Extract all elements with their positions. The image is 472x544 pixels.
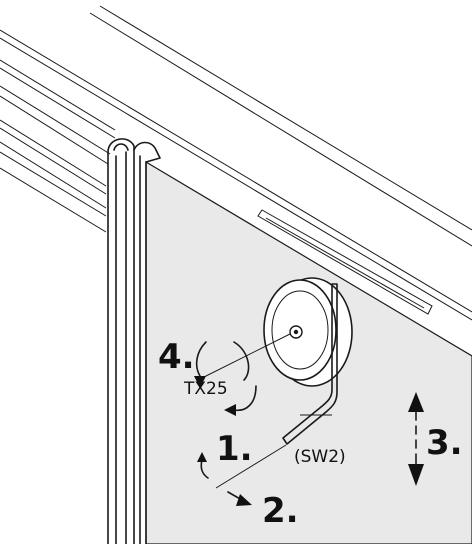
torx-screw-icon <box>289 325 303 339</box>
stopper-disc <box>263 277 353 387</box>
top-rail <box>0 5 472 321</box>
step-4-label: 4. <box>158 337 195 377</box>
torx-size-label: TX25 <box>183 379 228 399</box>
vertical-profile <box>107 138 161 544</box>
slide-arrow-icon <box>227 491 252 506</box>
hex-key-size-label: (SW2) <box>294 447 346 467</box>
step-3-label: 3. <box>426 423 463 463</box>
leader-lines <box>197 333 332 489</box>
step-1-label: 1. <box>216 429 253 469</box>
allen-key-icon <box>282 283 338 445</box>
rotate-arrow-icon <box>197 452 209 479</box>
rotate-arrow-icon <box>194 341 257 416</box>
vertical-double-arrow-icon <box>408 392 424 486</box>
step-2-label: 2. <box>262 491 299 531</box>
